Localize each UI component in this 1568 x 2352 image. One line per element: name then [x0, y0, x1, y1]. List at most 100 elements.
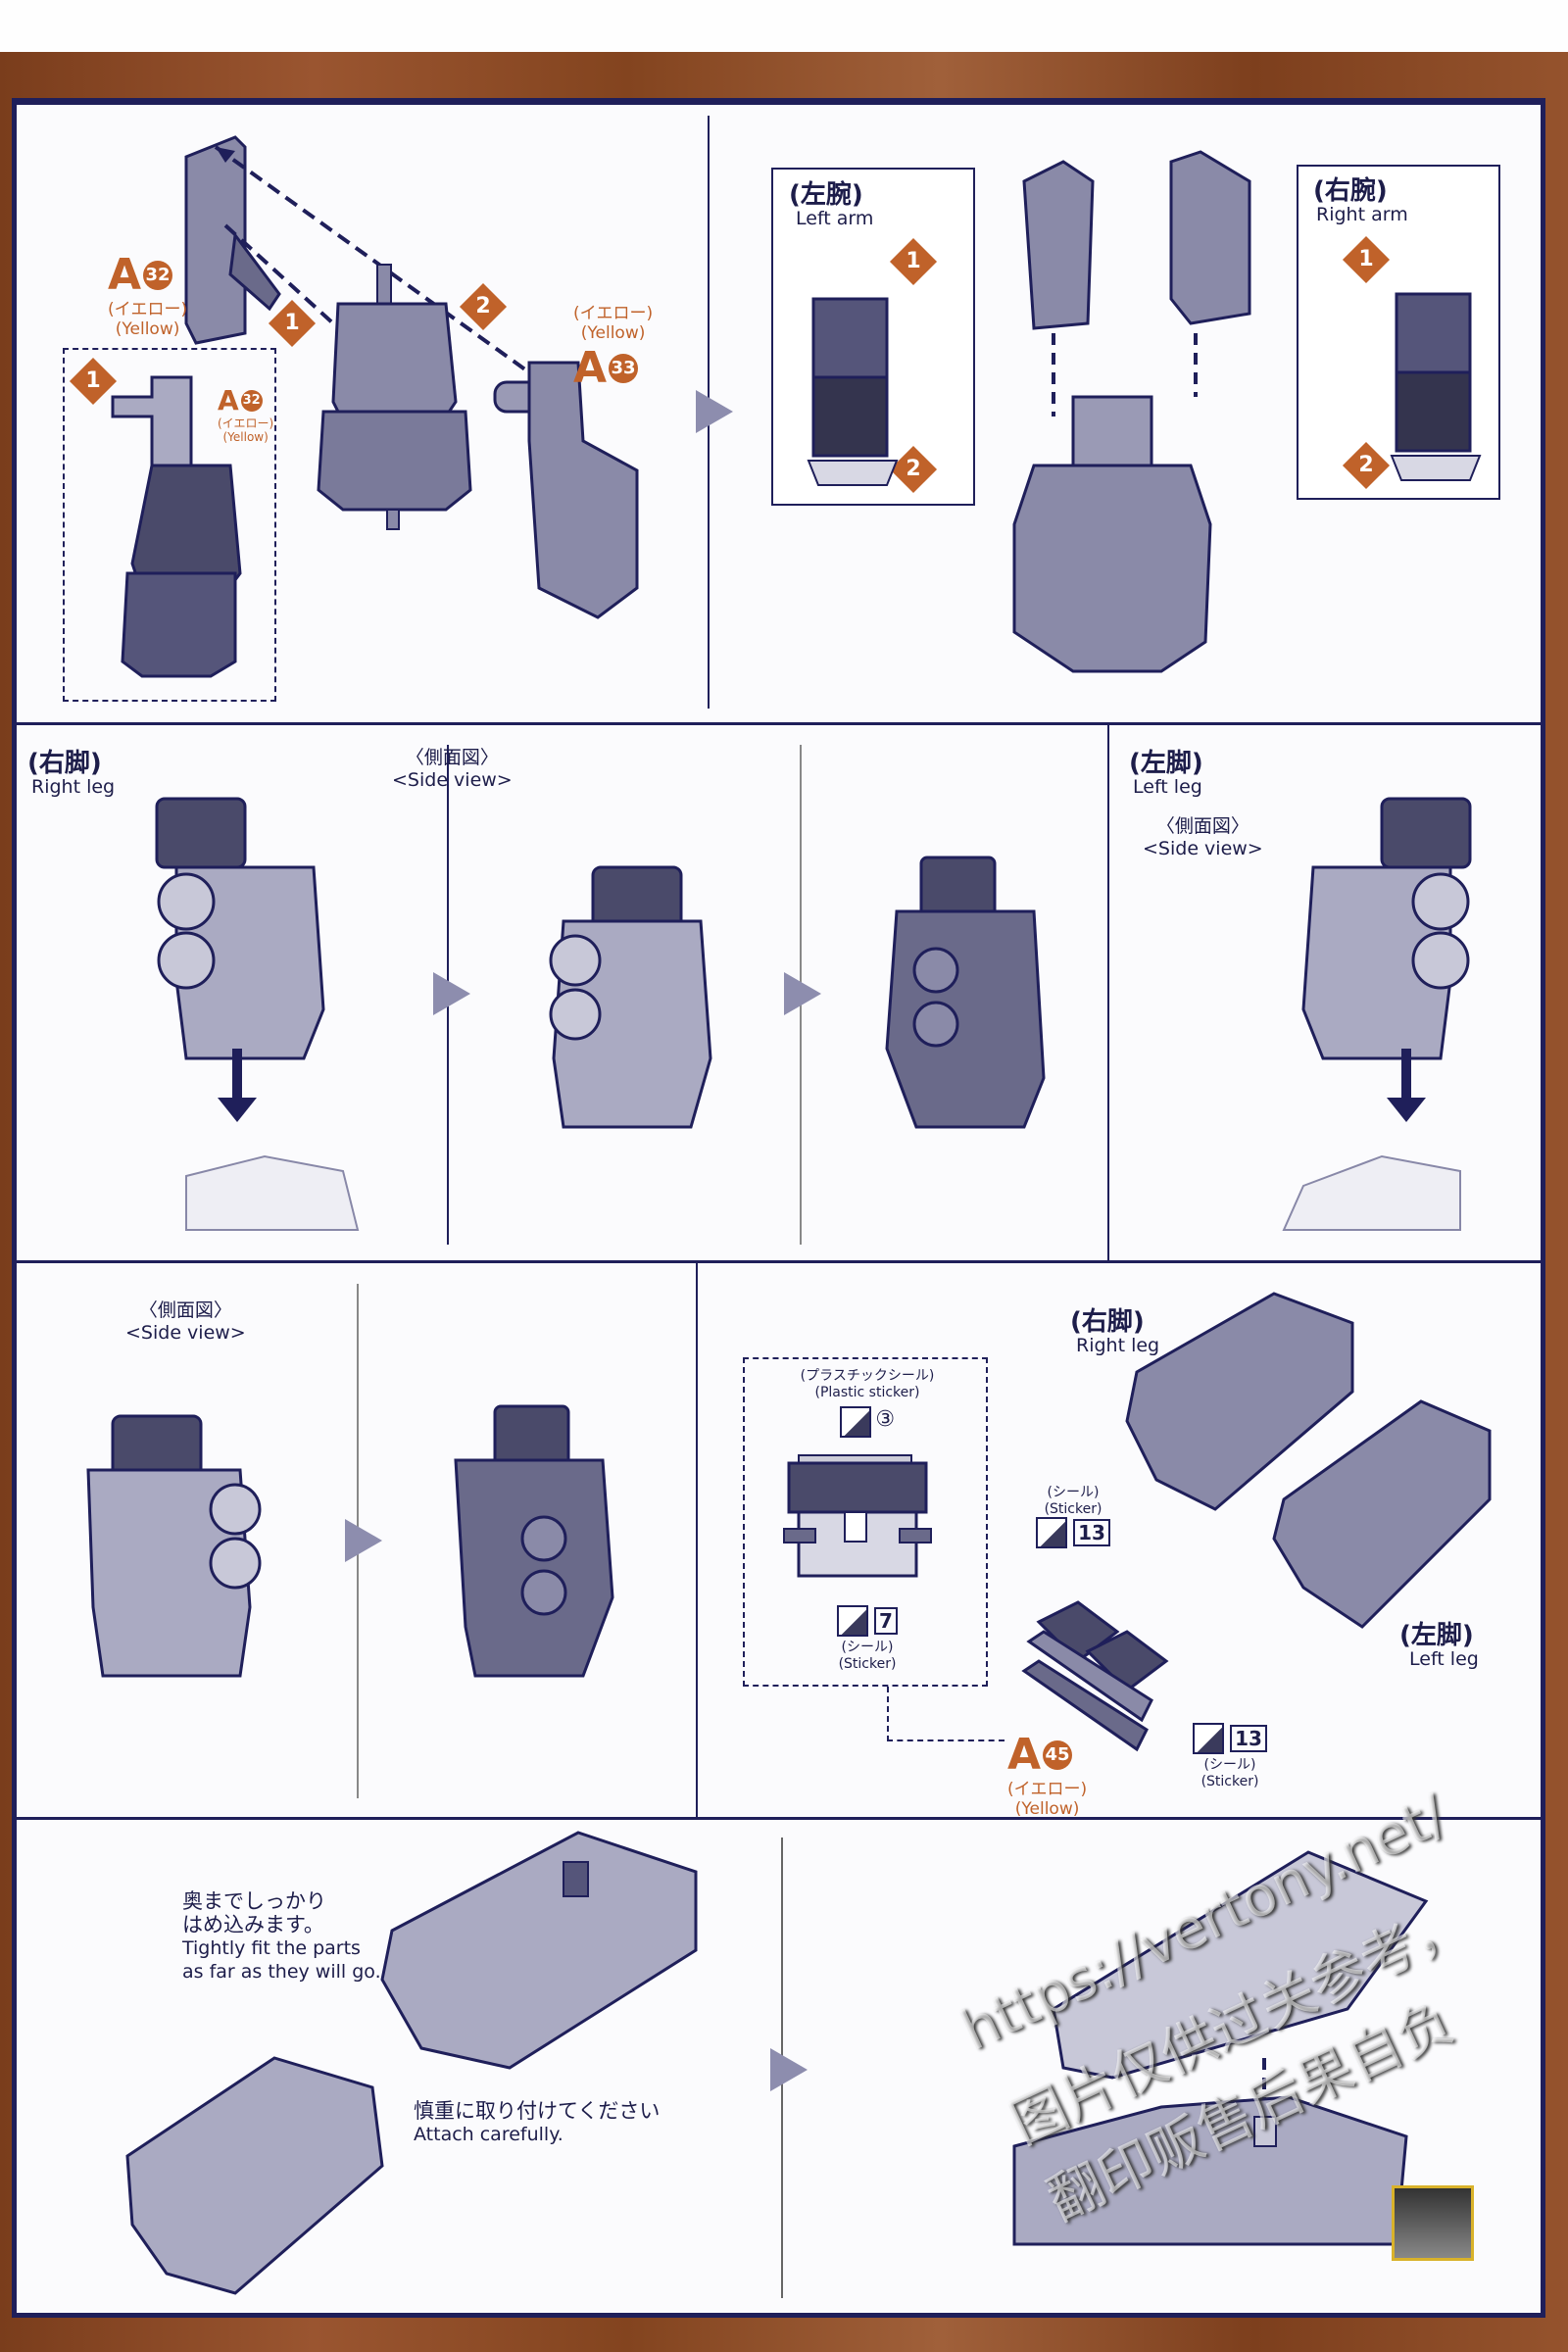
part-letter: A	[108, 250, 142, 300]
part-a32-illustration	[184, 135, 281, 345]
sticker-label-jp: (シール)	[1047, 1485, 1100, 1500]
part-number: 45	[1043, 1740, 1073, 1770]
color-jp: (イエロー)	[573, 304, 654, 323]
note-en: Attach carefully.	[414, 2124, 564, 2145]
sticker-inset	[743, 1357, 988, 1687]
sticker-label-jp: (シール)	[1203, 1757, 1256, 1773]
sticker-7-label: 7 (シール) (Sticker)	[804, 1605, 931, 1672]
right-leg-label-jp: (右脚)	[27, 749, 102, 778]
right-arm-marker-2: 2	[1342, 441, 1391, 490]
note-en-2: as far as they will go.	[182, 1961, 381, 1983]
right-leg-side-view-2	[885, 856, 1046, 1129]
sticker-icon	[839, 1406, 871, 1438]
inset-illustration	[111, 375, 242, 678]
torso-illustration	[317, 264, 472, 530]
sticker-number: ③	[875, 1407, 896, 1432]
part-number: 33	[609, 353, 639, 383]
row-divider	[17, 1260, 1545, 1263]
sticker-number: 7	[874, 1607, 898, 1635]
step-marker-1: 1	[268, 299, 317, 348]
side-view-label: 〈側面図〉<Side view>	[125, 1296, 246, 1344]
sticker-label-en: (Plastic sticker)	[814, 1385, 920, 1400]
color-jp: (イエロー)	[108, 300, 188, 319]
inset-leader	[887, 1687, 1004, 1741]
plastic-sticker-label: (プラスチックシール) (Plastic sticker) ③	[774, 1365, 960, 1438]
right-arm-marker-1: 1	[1342, 235, 1391, 284]
row-divider	[17, 1817, 1545, 1820]
color-en: (Yellow)	[580, 323, 646, 343]
note-jp-2: はめ込みます。	[182, 1913, 324, 1936]
sticker-placement-illustration	[783, 1454, 932, 1578]
side-view-jp: 〈側面図〉	[1155, 815, 1250, 837]
row-divider	[17, 722, 1545, 725]
left-arm-marker-1: 1	[889, 237, 938, 286]
part-a33-illustration	[493, 361, 639, 619]
part-letter: A	[1007, 1730, 1042, 1780]
next-step-arrow	[784, 972, 821, 1015]
right-leg-side-view-1	[549, 865, 712, 1129]
color-en: (Yellow)	[222, 430, 269, 444]
assembly-dashed-arrows	[214, 145, 531, 374]
note-en-1: Tightly fit the parts	[182, 1937, 361, 1959]
color-en: (Yellow)	[115, 319, 180, 339]
sticker-label-en: (Sticker)	[1200, 1774, 1259, 1789]
left-arm-illustration	[807, 297, 899, 486]
side-view-leg-1	[86, 1414, 262, 1678]
left-arm-marker-2: 2	[889, 445, 938, 494]
inset-step-marker: 1	[69, 357, 118, 406]
side-view-label: 〈側面図〉<Side view>	[1143, 811, 1263, 859]
next-step-arrow	[433, 972, 470, 1015]
part-number: 32	[143, 260, 173, 290]
part-number: 32	[240, 389, 263, 412]
sticker-label-jp: (シール)	[841, 1640, 894, 1655]
side-view-jp: 〈側面図〉	[405, 747, 499, 768]
part-a45-illustration	[1021, 1600, 1169, 1752]
right-leg-horizontal-illustration	[1125, 1292, 1354, 1511]
color-jp: (イエロー)	[218, 416, 274, 430]
right-leg-label-en: Right leg	[1076, 1335, 1160, 1356]
final-assembly-illustration	[1012, 1850, 1429, 2246]
note-jp: 慎重に取り付けてください	[414, 2099, 661, 2123]
sticker-13a-label: (シール) (Sticker) 13	[1019, 1482, 1127, 1548]
right-arm-label-en: Right arm	[1316, 204, 1408, 225]
column-divider	[1107, 725, 1109, 1261]
color-en: (Yellow)	[1014, 1799, 1080, 1819]
sticker-label-en: (Sticker)	[1044, 1501, 1102, 1517]
next-step-arrow	[696, 390, 733, 433]
column-divider	[696, 1263, 698, 1818]
left-leg-label-jp: (左脚)	[1399, 1621, 1474, 1650]
color-jp: (イエロー)	[1007, 1780, 1088, 1799]
detail-inset	[63, 348, 276, 702]
sticker-number: 13	[1230, 1725, 1267, 1752]
side-view-leg-2	[454, 1404, 614, 1678]
side-view-en: <Side view>	[1143, 838, 1263, 859]
side-view-en: <Side view>	[125, 1322, 246, 1344]
left-arm-label-jp: (左腕)	[789, 180, 863, 210]
next-step-arrow	[770, 2048, 808, 2091]
sticker-icon	[837, 1605, 869, 1637]
arm-torso-illustration	[1012, 150, 1251, 673]
upper-body-illustration	[380, 1831, 698, 2070]
part-letter: A	[573, 343, 608, 393]
left-leg-horizontal-illustration	[1272, 1399, 1492, 1629]
right-leg-label-jp: (右脚)	[1070, 1307, 1145, 1337]
sticker-label-jp: (プラスチックシール)	[800, 1368, 935, 1384]
right-arm-label-jp: (右腕)	[1313, 176, 1388, 206]
right-leg-label-en: Right leg	[31, 776, 116, 798]
left-leg-label-en: Left leg	[1133, 776, 1202, 798]
side-view-label: 〈側面図〉<Side view>	[392, 743, 513, 791]
left-leg-label-jp: (左脚)	[1129, 749, 1203, 778]
part-letter: A	[218, 384, 239, 416]
left-arm-label-en: Left arm	[796, 208, 874, 229]
sticker-icon	[1036, 1517, 1068, 1548]
note-jp-1: 奥までしっかり	[182, 1889, 326, 1913]
left-leg-illustration	[1282, 797, 1472, 1231]
lower-body-illustration	[125, 2056, 384, 2295]
left-leg-label-en: Left leg	[1409, 1648, 1479, 1670]
next-step-arrow	[345, 1519, 382, 1562]
right-leg-illustration	[155, 797, 360, 1231]
tight-fit-note: 奥までしっかり はめ込みます。 Tightly fit the parts as…	[182, 1889, 381, 1984]
